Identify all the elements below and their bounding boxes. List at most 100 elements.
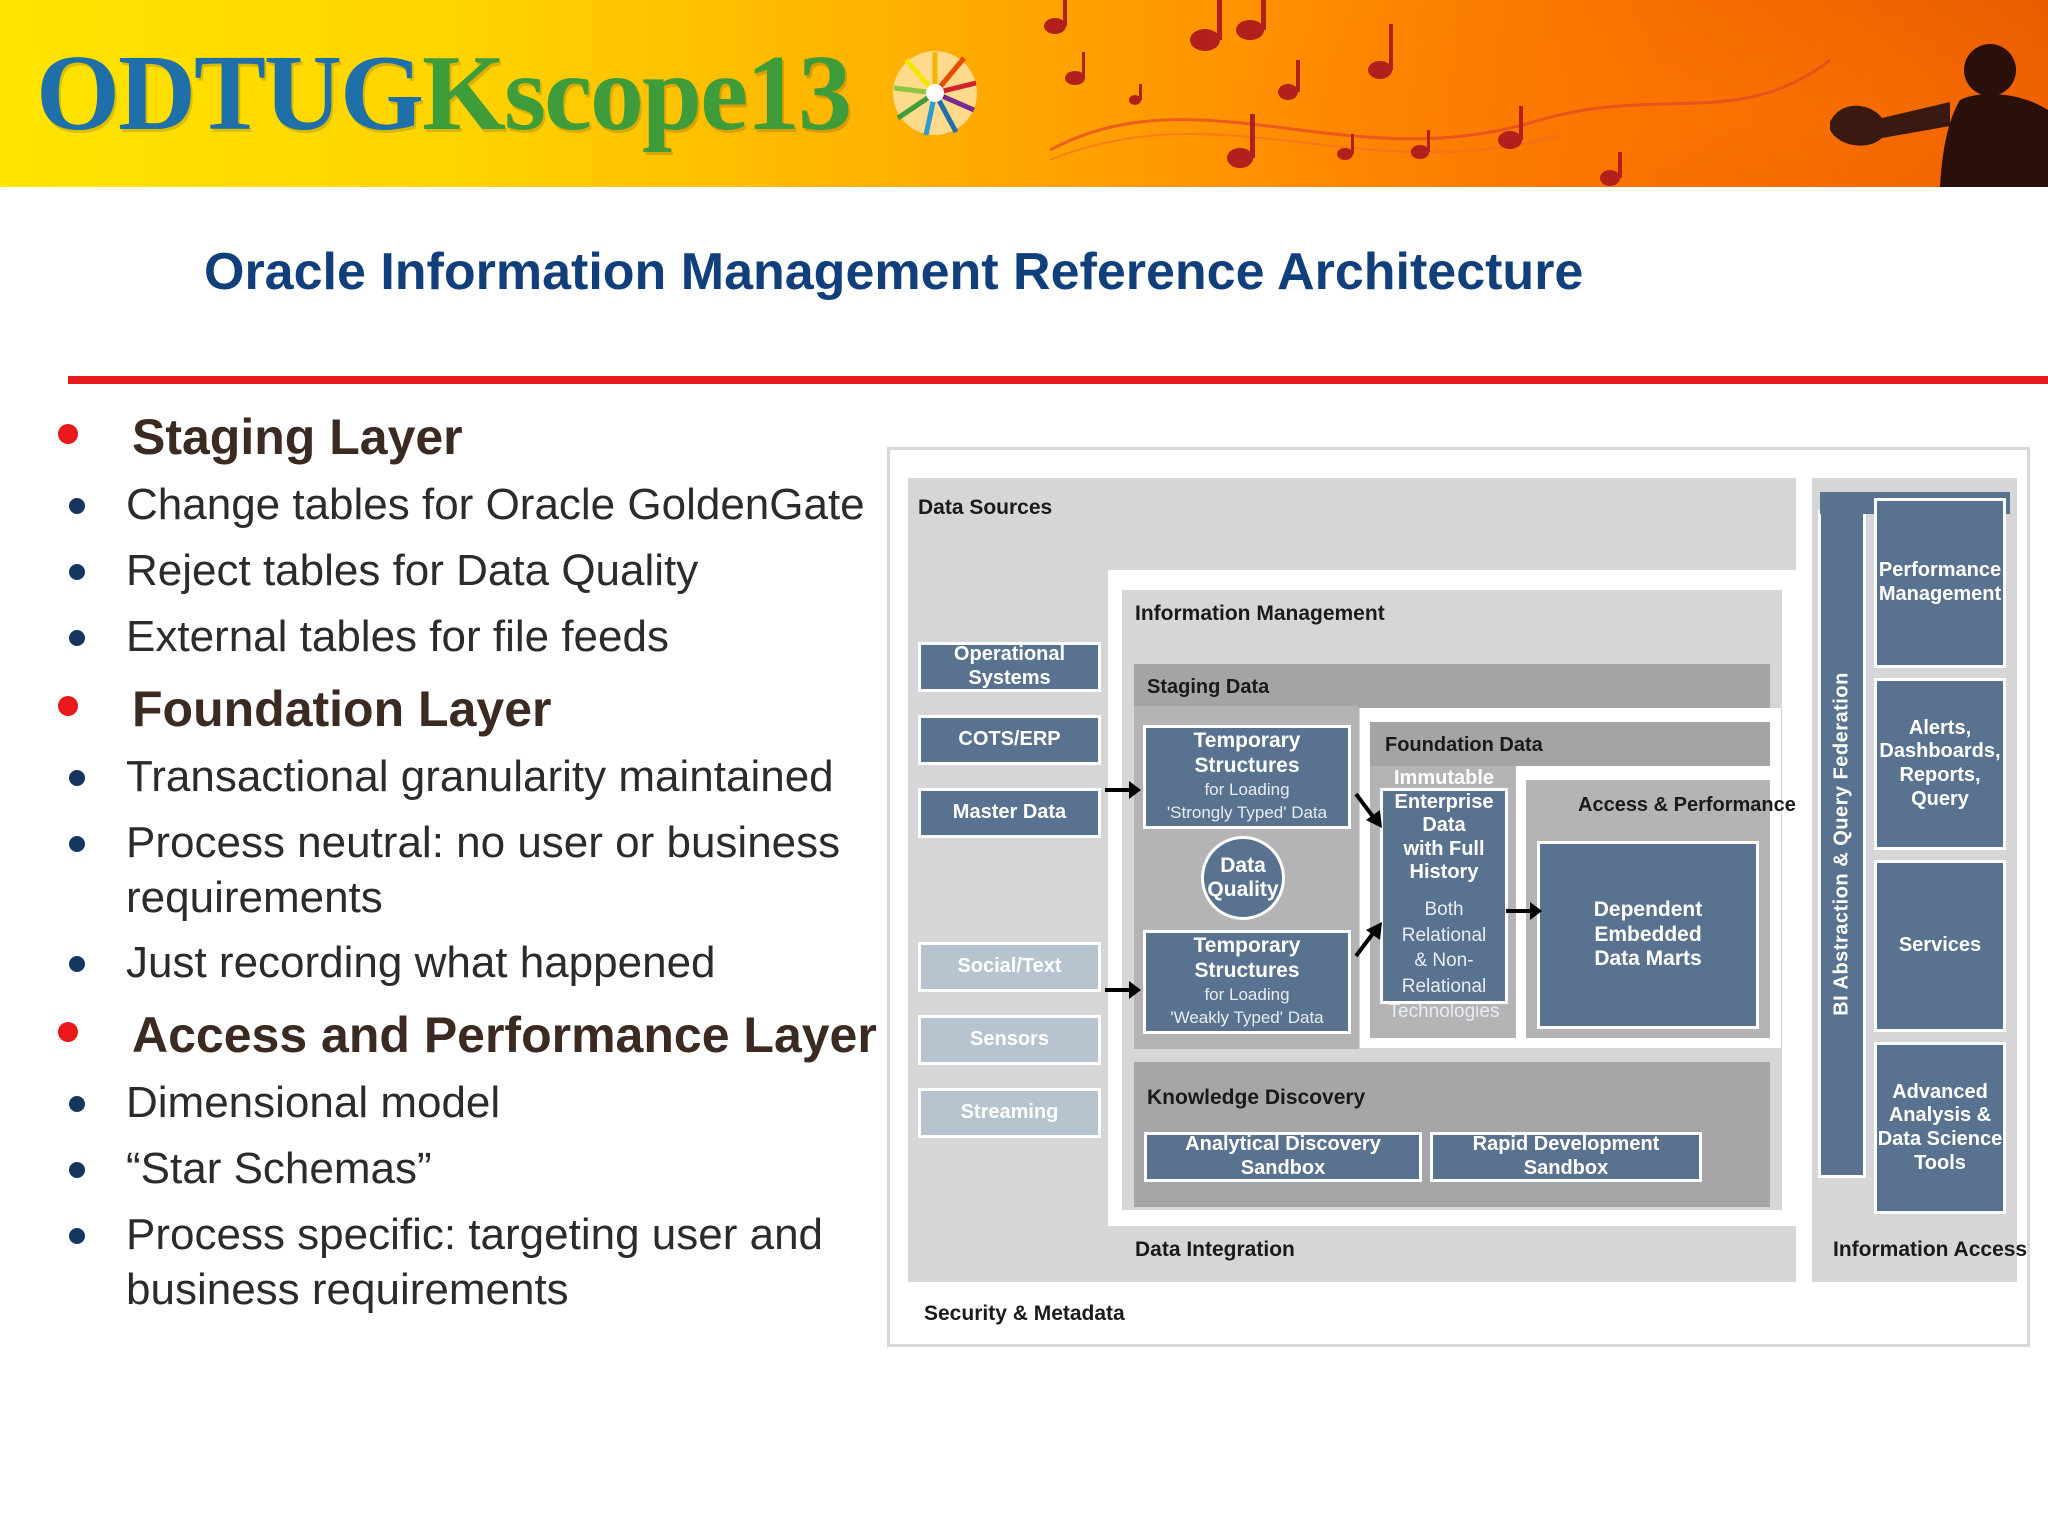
bullet-dot xyxy=(69,498,85,514)
immutable-enterprise-data: Immutable Enterprise Data with Full Hist… xyxy=(1380,767,1508,1022)
bullet-dot xyxy=(69,836,85,852)
trumpeter-silhouette-icon xyxy=(1830,44,2048,187)
dependent-embedded-data-marts: Dependent Embedded Data Marts xyxy=(1537,841,1759,1029)
kscope-logo: ODTUGKscope13 xyxy=(36,34,852,154)
list-item-continuation: requirements xyxy=(126,873,383,922)
bullet-dot xyxy=(69,770,85,786)
arrow-up-right-icon xyxy=(1354,922,1382,958)
analytical-discovery-sandbox: Analytical Discovery Sandbox xyxy=(1144,1132,1422,1182)
information-management-label: Information Management xyxy=(1135,602,1385,625)
tool-alerts-line3: Reports, xyxy=(1899,764,1981,786)
temp-weak-title: Temporary Structures xyxy=(1193,934,1301,983)
list-item: “Star Schemas” xyxy=(126,1144,432,1193)
immutable-line2: Enterprise Data xyxy=(1394,790,1494,837)
temporary-structures-strong: Temporary Structures for Loading 'Strong… xyxy=(1143,725,1351,829)
immutable-line3: with Full History xyxy=(1403,837,1485,884)
heading-bullet-dot xyxy=(58,1022,78,1042)
immutable-sub2: & Non-Relational xyxy=(1401,950,1487,997)
list-item: Reject tables for Data Quality xyxy=(126,546,699,595)
heading-bullet-dot xyxy=(58,424,78,444)
heading-bullet-dot xyxy=(58,696,78,716)
temp-strong-title: Temporary Structures xyxy=(1193,729,1301,778)
marts-line3: Data Marts xyxy=(1594,947,1702,971)
tool-services-line1: Services xyxy=(1898,934,1982,957)
foundation-data-label: Foundation Data xyxy=(1385,734,1543,756)
header-banner: ODTUGKscope13 xyxy=(0,0,2048,187)
rapid-development-sandbox: Rapid Development Sandbox xyxy=(1430,1132,1702,1182)
access-performance-label: Access & Performance xyxy=(1578,794,1796,816)
tool-adv-line2: Analysis & xyxy=(1888,1104,1992,1127)
bullet-dot xyxy=(69,564,85,580)
tool-pm-line2: Management xyxy=(1878,583,2002,605)
tool-services: Services xyxy=(1874,860,2006,1032)
tool-adv-line3: Data Science xyxy=(1877,1128,2003,1150)
temp-weak-line2: 'Weakly Typed' Data xyxy=(1170,1007,1324,1027)
heading-staging-layer: Staging Layer xyxy=(132,409,463,465)
list-item-continuation: business requirements xyxy=(126,1265,569,1314)
tool-alerts-line1: Alerts, xyxy=(1908,716,1972,739)
title-divider xyxy=(68,376,2048,384)
bi-federation-label: BI Abstraction & Query Federation xyxy=(1830,672,1853,1016)
security-metadata-label: Security & Metadata xyxy=(924,1302,1125,1325)
logo-kscope: Kscope13 xyxy=(422,34,852,153)
bullet-dot xyxy=(69,956,85,972)
tool-performance-management: Performance Management xyxy=(1874,498,2006,668)
temp-weak-line1: for Loading xyxy=(1204,984,1290,1004)
staging-data-strip xyxy=(1134,664,1770,708)
bi-abstraction-federation-bar: BI Abstraction & Query Federation xyxy=(1818,510,1866,1178)
tool-pm-line1: Performance xyxy=(1878,559,2002,582)
source-operational-systems: Operational Systems xyxy=(918,642,1101,692)
staging-data-label: Staging Data xyxy=(1147,676,1270,698)
arrow-right-icon xyxy=(1105,781,1141,799)
music-notes-decoration xyxy=(1044,0,1831,186)
data-sources-label: Data Sources xyxy=(918,496,1053,519)
sunburst-logo-icon xyxy=(893,51,977,136)
knowledge-discovery-label: Knowledge Discovery xyxy=(1147,1086,1366,1109)
data-quality-line2: Quality xyxy=(1207,878,1279,901)
arrow-right-icon xyxy=(1105,981,1141,999)
marts-line2: Embedded xyxy=(1594,922,1702,946)
source-master-data: Master Data xyxy=(918,788,1101,838)
list-item: Just recording what happened xyxy=(126,938,716,987)
temporary-structures-weak: Temporary Structures for Loading 'Weakly… xyxy=(1143,930,1351,1034)
bullet-dot xyxy=(69,1228,85,1244)
source-streaming: Streaming xyxy=(918,1088,1101,1138)
list-item: External tables for file feeds xyxy=(126,612,669,661)
immutable-line1: Immutable xyxy=(1393,766,1495,789)
source-sensors: Sensors xyxy=(918,1015,1101,1065)
list-item: Process neutral: no user or business xyxy=(126,818,841,867)
tool-advanced-analysis: Advanced Analysis & Data Science Tools xyxy=(1874,1042,2006,1214)
tool-alerts-line4: Query xyxy=(1911,787,1969,810)
bullet-dot xyxy=(69,630,85,646)
bullet-dot xyxy=(69,1162,85,1178)
tool-adv-line4: Tools xyxy=(1914,1151,1966,1174)
list-item: Transactional granularity maintained xyxy=(126,752,834,801)
logo-odtug: ODTUG xyxy=(36,34,424,153)
data-integration-label: Data Integration xyxy=(1135,1238,1295,1261)
temp-strong-line2: 'Strongly Typed' Data xyxy=(1166,802,1328,822)
temp-strong-line1: for Loading xyxy=(1204,779,1290,799)
slide-title: Oracle Information Management Reference … xyxy=(204,243,1584,301)
bullet-dot xyxy=(69,1096,85,1112)
list-item: Change tables for Oracle GoldenGate xyxy=(126,480,865,529)
information-access-label: Information Access xyxy=(1833,1238,2028,1261)
architecture-diagram: Data Sources Operational Systems COTS/ER… xyxy=(887,447,2030,1347)
foundation-data-strip xyxy=(1370,722,1770,766)
list-item: Dimensional model xyxy=(126,1078,501,1127)
source-social-text: Social/Text xyxy=(918,942,1101,992)
arrow-right-icon xyxy=(1506,902,1542,920)
list-item: Process specific: targeting user and xyxy=(126,1210,824,1259)
immutable-sub3: Technologies xyxy=(1388,1001,1500,1023)
source-cots-erp: COTS/ERP xyxy=(918,715,1101,765)
arrow-down-right-icon xyxy=(1354,792,1382,828)
immutable-sub1: Both Relational xyxy=(1401,898,1487,946)
heading-access-performance-layer: Access and Performance Layer xyxy=(132,1007,877,1063)
marts-line1: Dependent xyxy=(1593,897,1703,921)
tool-alerts-line2: Dashboards, xyxy=(1879,740,2001,763)
data-quality-line1: Data xyxy=(1220,853,1266,877)
heading-foundation-layer: Foundation Layer xyxy=(132,681,552,737)
tool-alerts-dashboards: Alerts, Dashboards, Reports, Query xyxy=(1874,678,2006,850)
tool-adv-line1: Advanced xyxy=(1892,1080,1988,1103)
